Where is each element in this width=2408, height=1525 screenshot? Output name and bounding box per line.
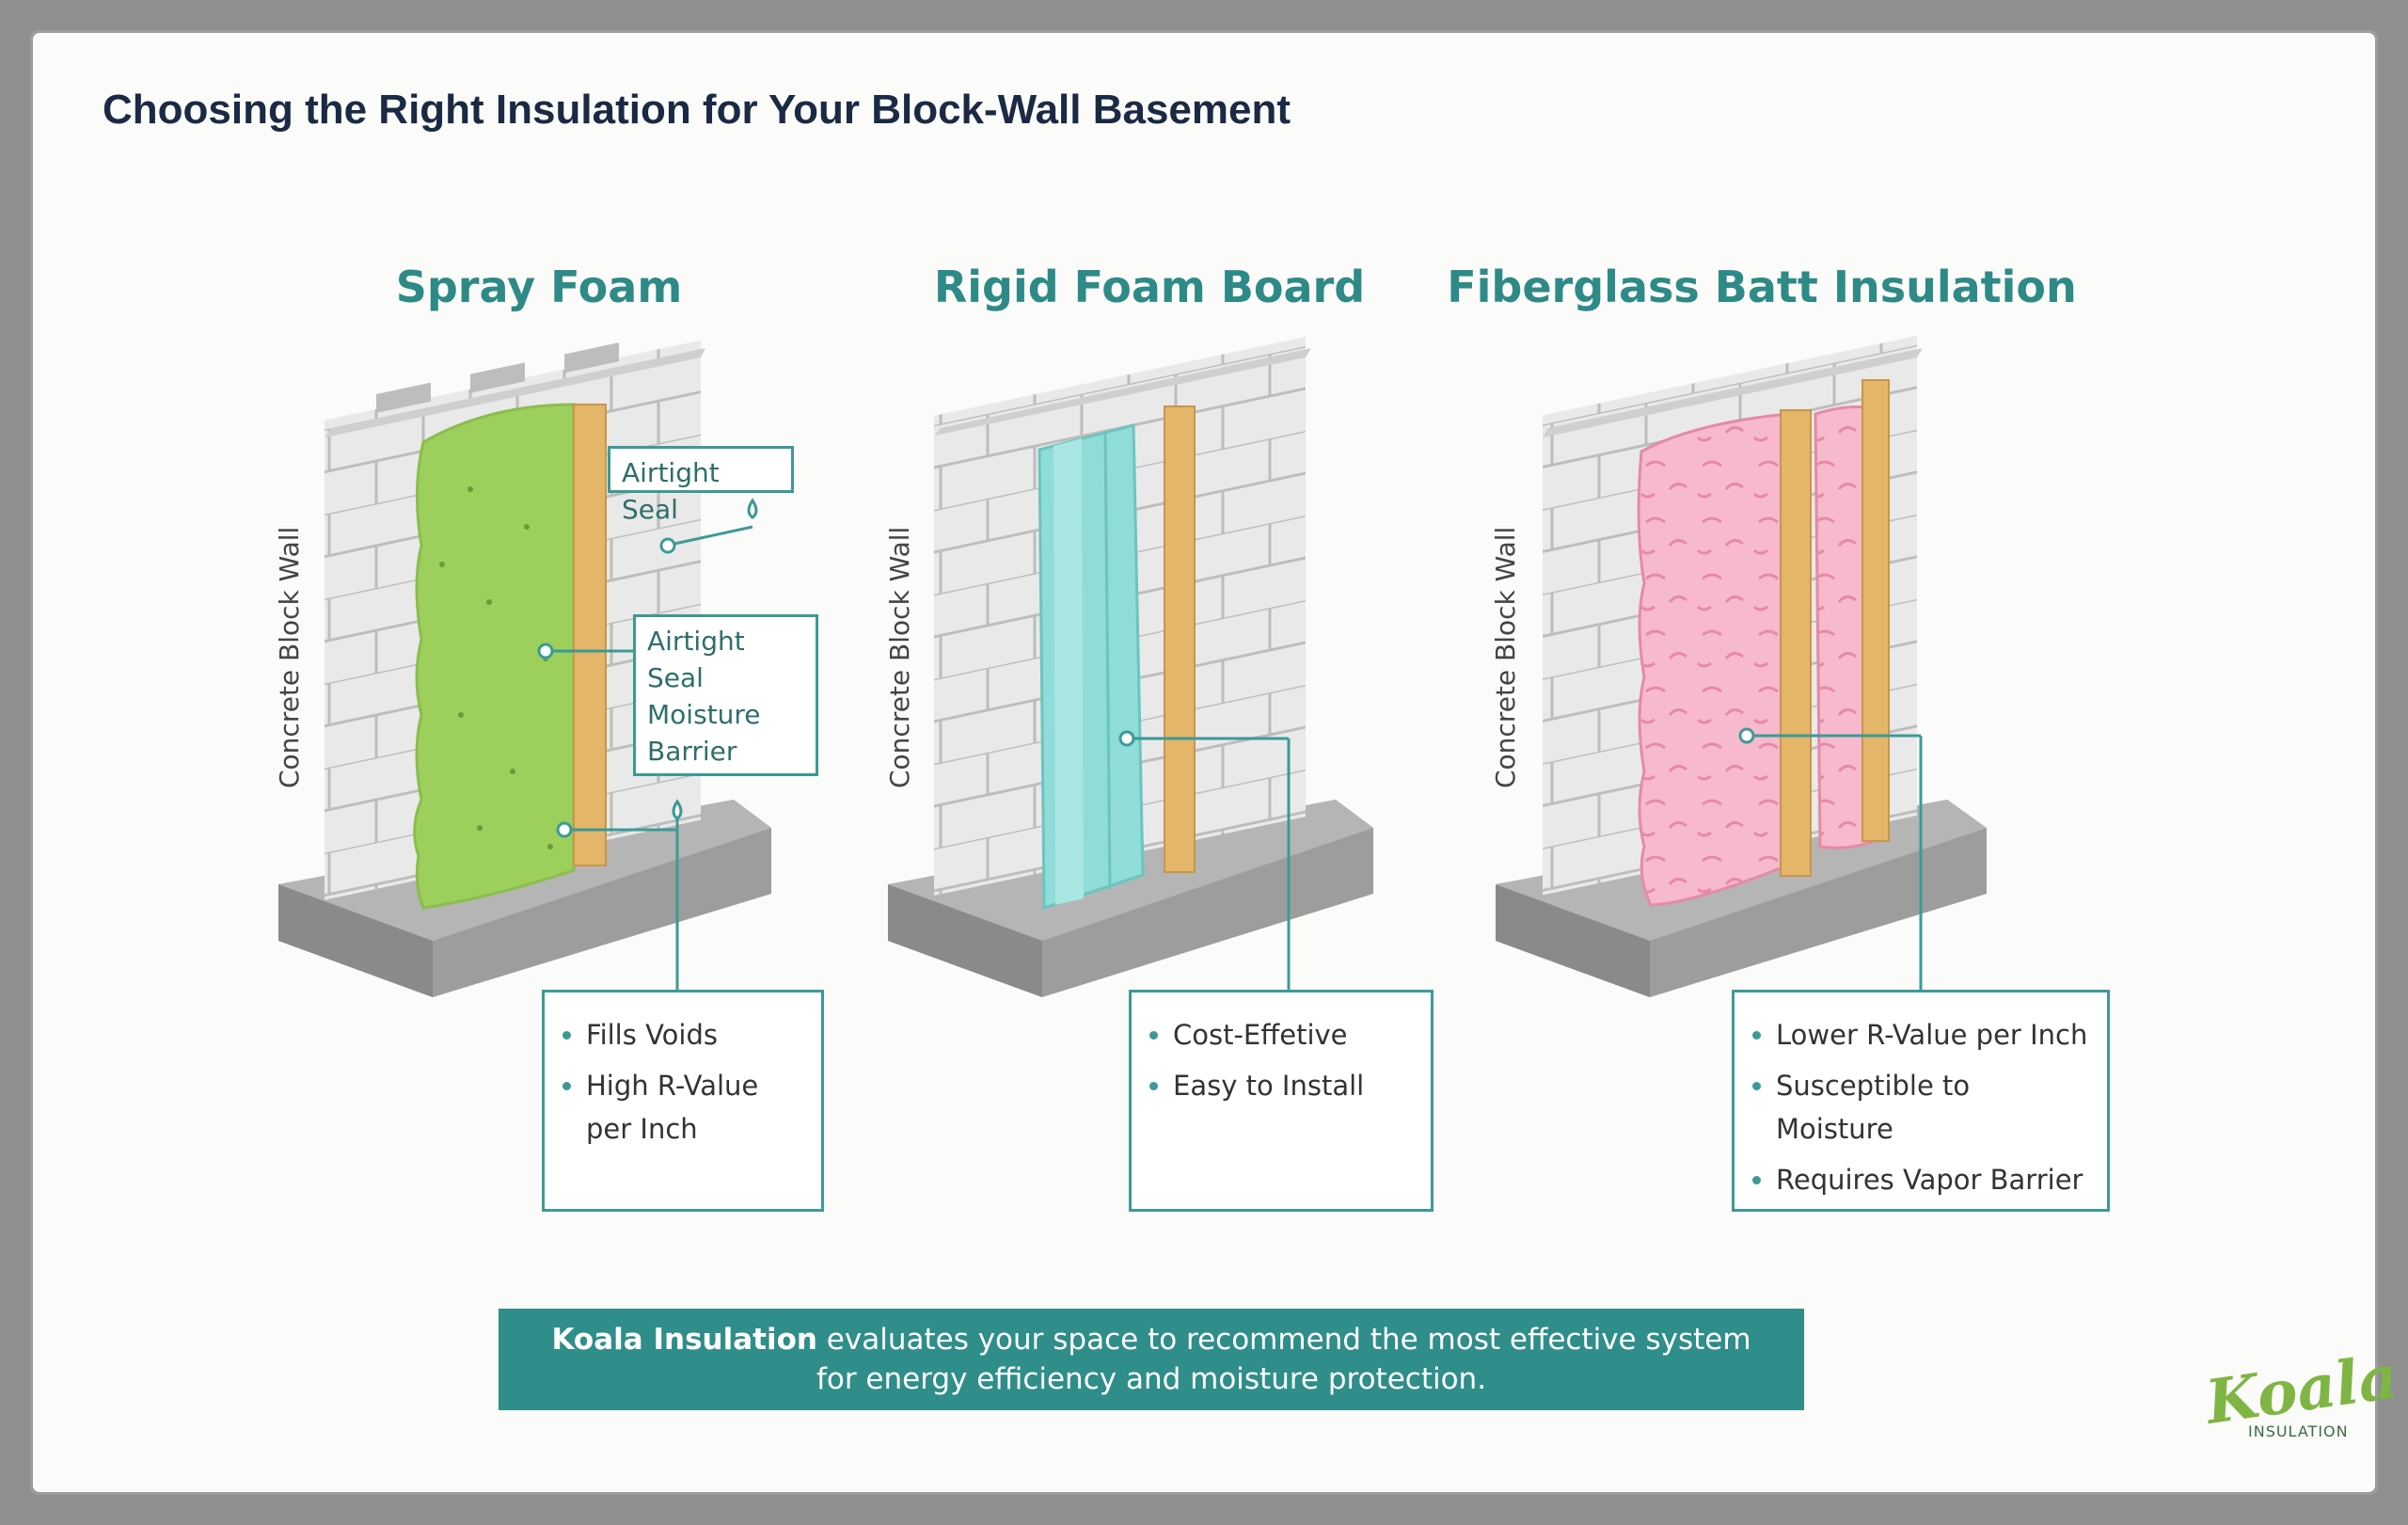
spray-foam-wall <box>278 340 771 997</box>
fiberglass-wall <box>1496 335 1987 997</box>
benefit-item: High R-Value per Inch <box>586 1064 808 1151</box>
benefit-item: Requires Vapor Barrier <box>1776 1158 2094 1201</box>
wall-label-1: Concrete Block Wall <box>274 526 305 788</box>
footer-line-1-text: evaluates your space to recommend the mo… <box>816 1323 1751 1357</box>
footer-line-1: Koala Insulation evaluates your space to… <box>499 1320 1804 1359</box>
spray-foam-benefits: Fills Voids High R-Value per Inch <box>542 990 824 1212</box>
wall-label-2: Concrete Block Wall <box>884 526 915 788</box>
panel-title-spray-foam: Spray Foam <box>395 262 683 312</box>
fiberglass-connectors <box>1738 727 1923 990</box>
footer-banner: Koala Insulation evaluates your space to… <box>499 1309 1804 1410</box>
callout-moisture-barrier: Airtight Seal Moisture Barrier <box>633 614 818 776</box>
wall-label-3: Concrete Block Wall <box>1490 526 1521 788</box>
benefit-item: Susceptible to Moisture <box>1776 1064 2094 1151</box>
rigid-foam-benefits: Cost-Effetive Easy to Install <box>1129 990 1434 1212</box>
spray-foam-connectors <box>537 498 758 990</box>
benefit-item: Easy to Install <box>1173 1064 1418 1107</box>
callout-airtight-seal: Airtight Seal <box>608 446 794 525</box>
footer-line-2: for energy efficiency and moisture prote… <box>816 1362 1487 1396</box>
fiberglass-benefits: Lower R-Value per Inch Susceptible to Mo… <box>1732 990 2110 1212</box>
footer-brand: Koala Insulation <box>551 1323 817 1357</box>
panel-title-fiberglass: Fiberglass Batt Insulation <box>1447 262 2077 312</box>
benefit-item: Cost-Effetive <box>1173 1013 1418 1056</box>
benefit-item: Lower R-Value per Inch <box>1776 1013 2094 1056</box>
page-title: Choosing the Right Insulation for Your B… <box>103 87 1291 133</box>
koala-logo-sub: INSULATION <box>2248 1422 2349 1440</box>
rigid-foam-wall <box>888 336 1373 997</box>
rigid-foam-connectors <box>1118 730 1291 990</box>
benefit-item: Fills Voids <box>586 1013 808 1056</box>
panel-title-rigid-foam: Rigid Foam Board <box>933 262 1366 312</box>
